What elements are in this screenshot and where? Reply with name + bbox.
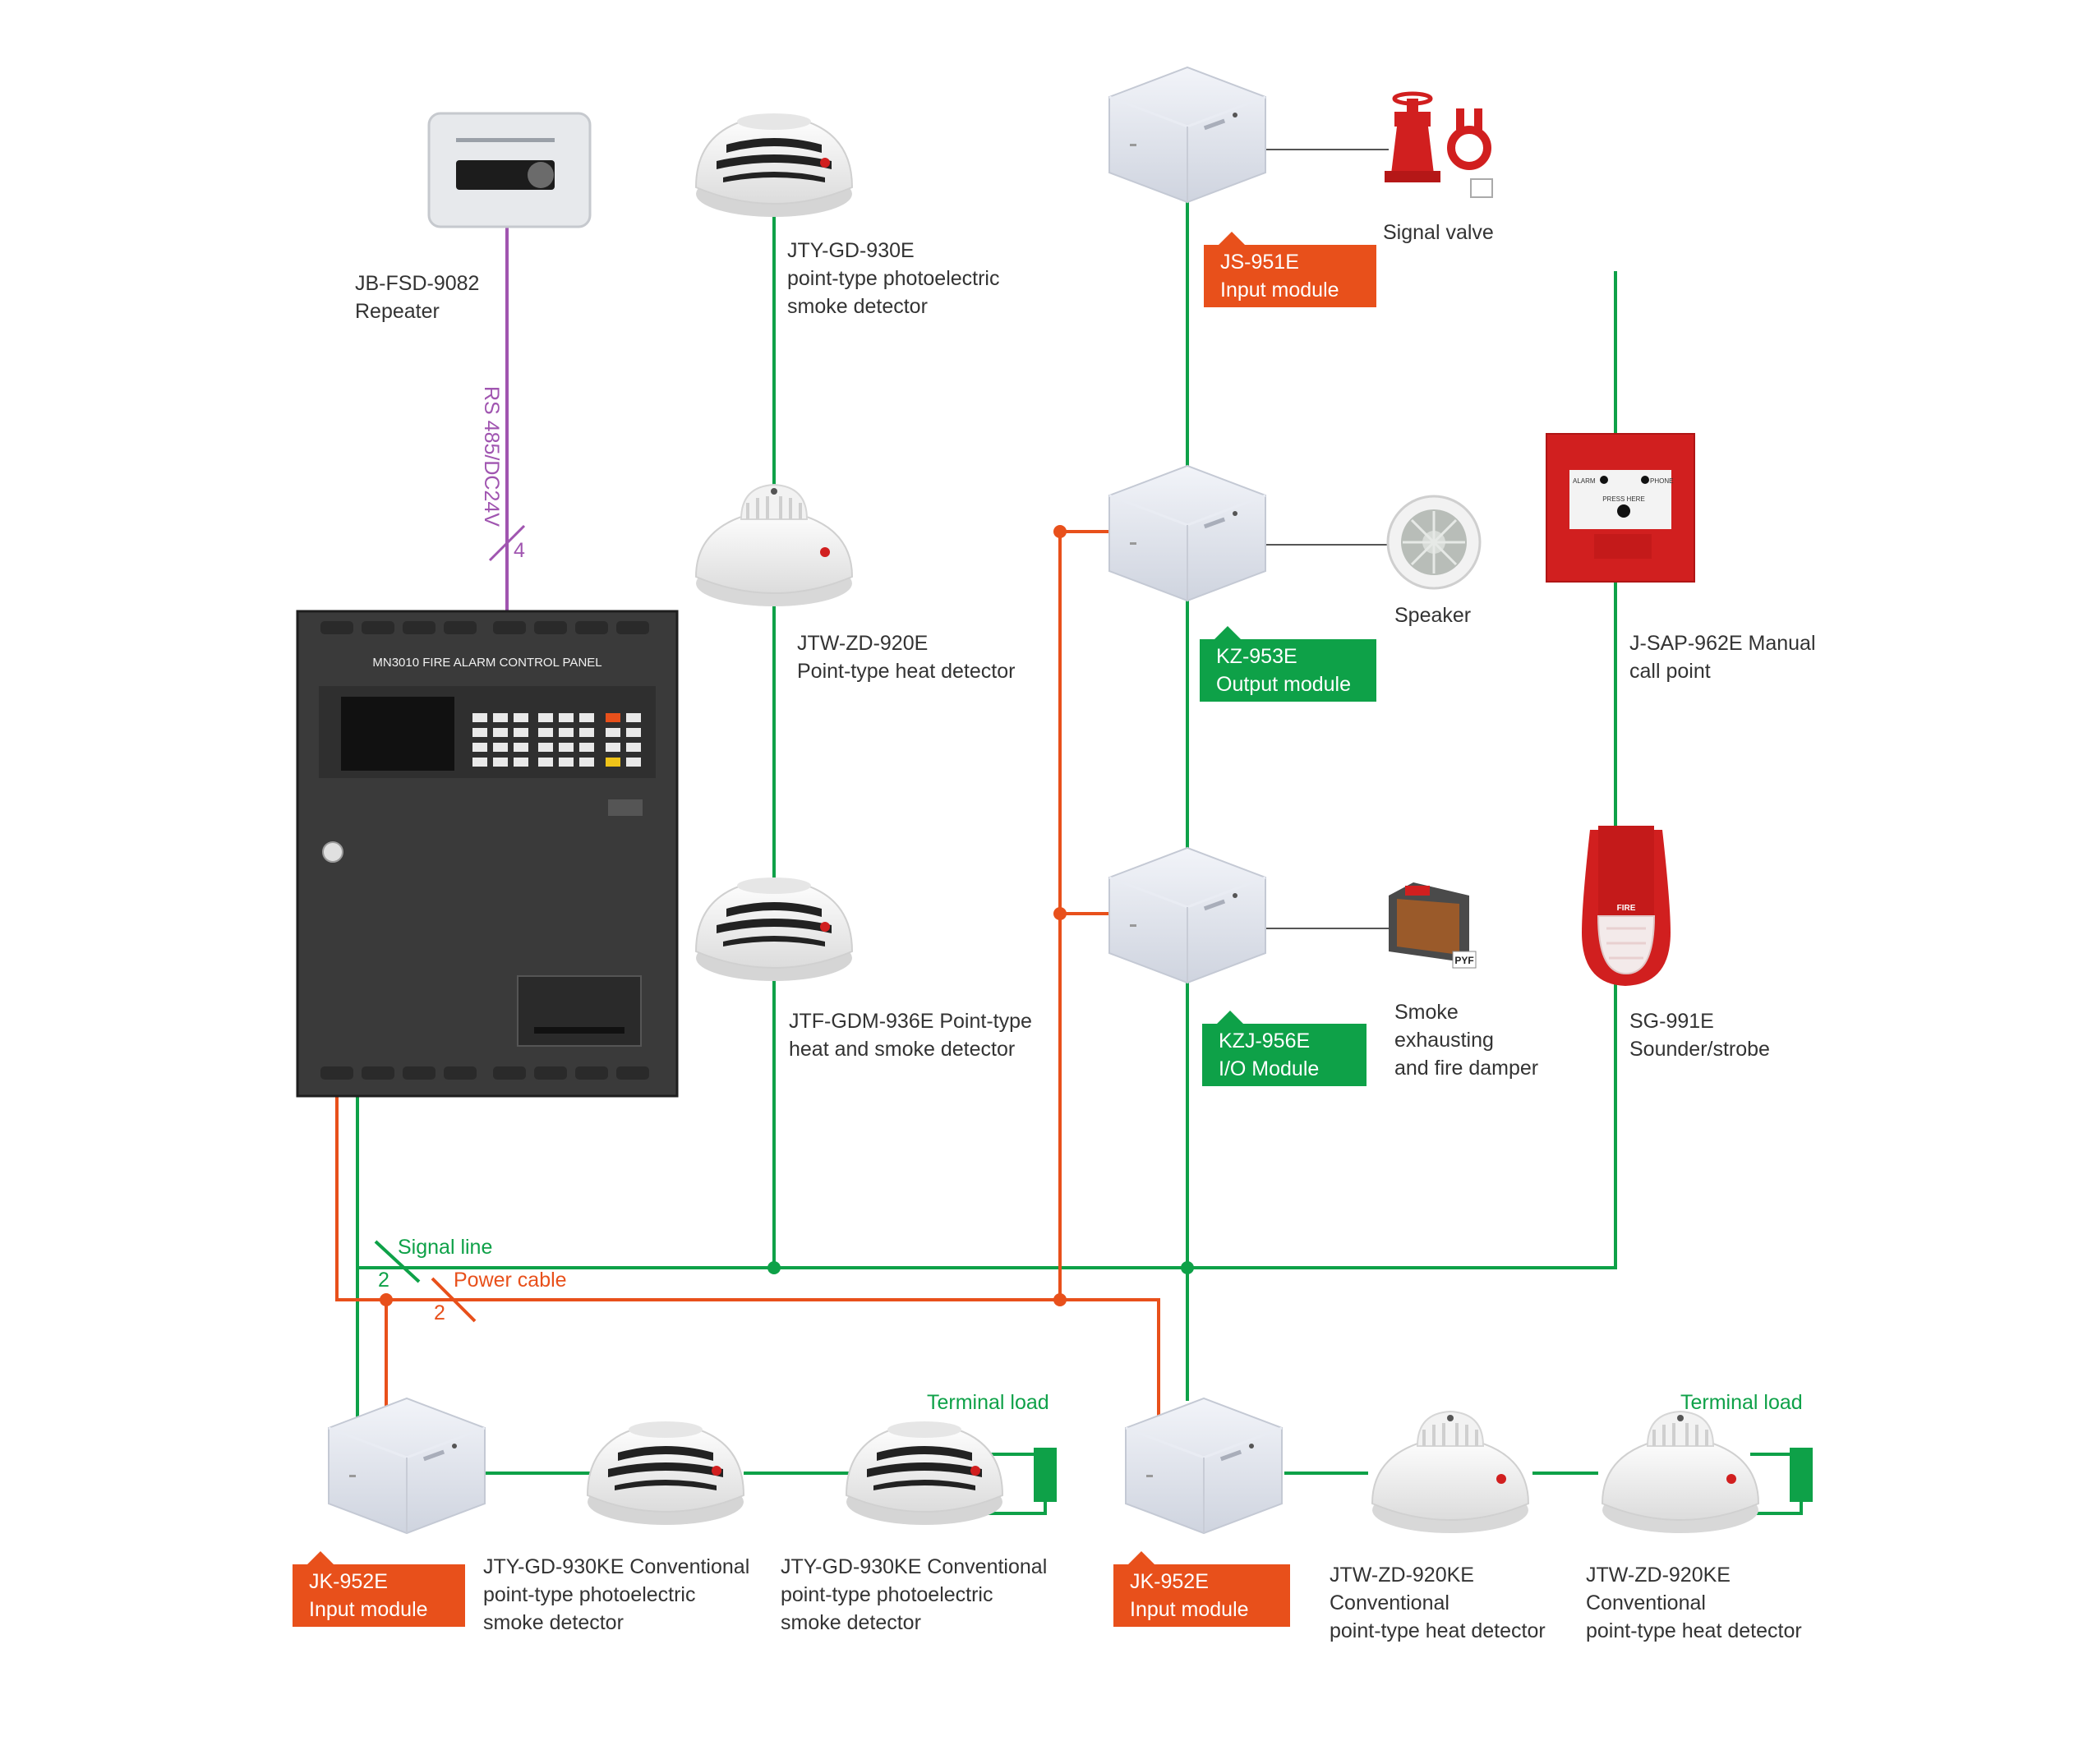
detector-gdm936e-line1: JTF-GDM-936E Point-type — [789, 1010, 1032, 1033]
manual-call-line2: call point — [1629, 660, 1711, 683]
manual-call-point-device — [1546, 433, 1695, 583]
conv-heat-1-line3: point-type heat detector — [1330, 1619, 1546, 1642]
damper-badge: PYF — [1454, 955, 1473, 966]
repeater-label: JB-FSD-9082 Repeater — [355, 269, 479, 325]
conventional-heat-detector-2 — [1601, 1410, 1760, 1535]
module-jk952e-right-name: JK-952E — [1130, 1570, 1209, 1593]
module-kzj956e-desc: I/O Module — [1219, 1057, 1320, 1080]
speaker-device — [1386, 495, 1482, 590]
repeater-name: JB-FSD-9082 — [355, 272, 480, 295]
bus-count: 4 — [514, 539, 525, 562]
fire-alarm-control-panel — [296, 610, 679, 1098]
detector-gdm936e-label: JTF-GDM-936E Point-type heat and smoke d… — [789, 1007, 1032, 1063]
conventional-heat-1-label: JTW-ZD-920KE Conventional point-type hea… — [1330, 1561, 1546, 1645]
sounder-label: SG-991E Sounder/strobe — [1629, 1007, 1770, 1063]
conventional-smoke-2-label: JTY-GD-930KE Conventional point-type pho… — [781, 1553, 1047, 1637]
smoke-detector-gd930e — [695, 113, 853, 218]
conv-smoke-1-line3: smoke detector — [483, 1611, 624, 1634]
module-kzj956e-tag: KZJ-956E I/O Module — [1202, 1011, 1367, 1086]
heat-detector-zd920e — [694, 483, 854, 608]
conventional-smoke-detector-2 — [846, 1421, 1003, 1526]
terminal-load-1-label: Terminal load — [927, 1391, 1049, 1414]
manual-call-line1: J-SAP-962E Manual — [1629, 632, 1816, 655]
module-jk952e-right-tag: JK-952E Input module — [1113, 1551, 1290, 1627]
module-jk952e-left — [327, 1397, 486, 1535]
terminal-load-2-label: Terminal load — [1680, 1391, 1803, 1414]
module-kzj956e — [1108, 846, 1267, 984]
fire-damper-device — [1389, 882, 1477, 969]
conventional-smoke-detector-1 — [587, 1421, 744, 1526]
signal-line-label: Signal line — [398, 1236, 493, 1259]
bus-label: RS 485/DC24V — [480, 386, 503, 527]
conv-heat-2-line2: Conventional — [1586, 1591, 1706, 1614]
module-kz953e — [1108, 464, 1267, 602]
detector-gd930e-line1: JTY-GD-930E — [787, 239, 915, 262]
module-jk952e-left-name: JK-952E — [309, 1570, 388, 1593]
conv-smoke-1-line1: JTY-GD-930KE Conventional — [483, 1555, 750, 1578]
module-js951e-name: JS-951E — [1220, 251, 1299, 274]
conv-smoke-1-line2: point-type photoelectric — [483, 1583, 696, 1606]
module-kz953e-tag: KZ-953E Output module — [1200, 626, 1376, 702]
sounder-fire-text: FIRE — [1617, 904, 1636, 913]
panel-vents-bottom — [320, 1066, 649, 1080]
module-js951e-desc: Input module — [1220, 279, 1339, 302]
sounder-line1: SG-991E — [1629, 1010, 1714, 1033]
call-point-alarm-text: ALARM — [1573, 477, 1596, 485]
signal-valve-label: Signal valve — [1383, 221, 1494, 244]
conv-heat-2-line1: JTW-ZD-920KE — [1586, 1564, 1731, 1587]
terminal-load-2 — [1750, 1448, 1813, 1515]
manual-call-point-label: J-SAP-962E Manual call point — [1629, 629, 1816, 685]
power-cable-label: Power cable — [454, 1269, 567, 1292]
damper-line3: and fire damper — [1394, 1057, 1539, 1080]
module-js951e-tag: JS-951E Input module — [1204, 232, 1376, 307]
module-jk952e-left-desc: Input module — [309, 1598, 428, 1621]
device-links — [1265, 149, 1389, 929]
detector-gd930e-label: JTY-GD-930E point-type photoelectric smo… — [787, 237, 999, 320]
module-jk952e-left-tag: JK-952E Input module — [293, 1551, 465, 1627]
sounder-strobe-device — [1582, 826, 1671, 986]
call-point-phone-text: PHONE — [1650, 477, 1673, 485]
conv-heat-2-line3: point-type heat detector — [1586, 1619, 1802, 1642]
repeater-device — [427, 112, 592, 228]
damper-line2: exhausting — [1394, 1029, 1494, 1052]
detector-gdm936e-line2: heat and smoke detector — [789, 1038, 1016, 1061]
module-jk952e-right-desc: Input module — [1130, 1598, 1249, 1621]
terminal-load-1 — [970, 1448, 1057, 1515]
signal-valve-device — [1385, 91, 1493, 198]
module-kz953e-name: KZ-953E — [1216, 645, 1297, 668]
conventional-heat-2-label: JTW-ZD-920KE Conventional point-type hea… — [1586, 1561, 1802, 1645]
conv-smoke-2-line2: point-type photoelectric — [781, 1583, 993, 1606]
power-cable-count: 2 — [434, 1301, 445, 1324]
conventional-smoke-1-label: JTY-GD-930KE Conventional point-type pho… — [483, 1553, 749, 1637]
conv-smoke-2-line3: smoke detector — [781, 1611, 921, 1634]
sounder-line2: Sounder/strobe — [1629, 1038, 1770, 1061]
heat-smoke-detector-gdm936e — [695, 877, 853, 982]
conv-heat-1-line2: Conventional — [1330, 1591, 1449, 1614]
damper-line1: Smoke — [1394, 1001, 1459, 1024]
module-kz953e-desc: Output module — [1216, 673, 1351, 696]
module-jk952e-right — [1124, 1397, 1284, 1535]
detector-gd930e-line3: smoke detector — [787, 295, 928, 318]
signal-junctions — [767, 1261, 1194, 1274]
module-js951e — [1108, 66, 1267, 204]
conventional-heat-detector-1 — [1371, 1410, 1530, 1535]
speaker-label: Speaker — [1394, 604, 1472, 627]
detector-zd920e-label: JTW-ZD-920E Point-type heat detector — [797, 629, 1015, 685]
signal-line-count: 2 — [378, 1269, 389, 1292]
detector-zd920e-line2: Point-type heat detector — [797, 660, 1016, 683]
module-kzj956e-name: KZJ-956E — [1219, 1029, 1311, 1052]
detector-gd930e-line2: point-type photoelectric — [787, 267, 1000, 290]
repeater-desc: Repeater — [355, 300, 440, 323]
detector-zd920e-line1: JTW-ZD-920E — [797, 632, 929, 655]
panel-keypad — [472, 713, 641, 767]
panel-title: MN3010 FIRE ALARM CONTROL PANEL — [372, 656, 601, 670]
panel-vents-top — [320, 621, 649, 634]
call-point-press-text: PRESS HERE — [1602, 495, 1645, 503]
conv-smoke-2-line1: JTY-GD-930KE Conventional — [781, 1555, 1048, 1578]
power-junctions — [380, 525, 1067, 1306]
damper-label: Smoke exhausting and fire damper — [1394, 998, 1538, 1082]
rs485-bus — [488, 228, 526, 611]
conv-heat-1-line1: JTW-ZD-920KE — [1330, 1564, 1474, 1587]
